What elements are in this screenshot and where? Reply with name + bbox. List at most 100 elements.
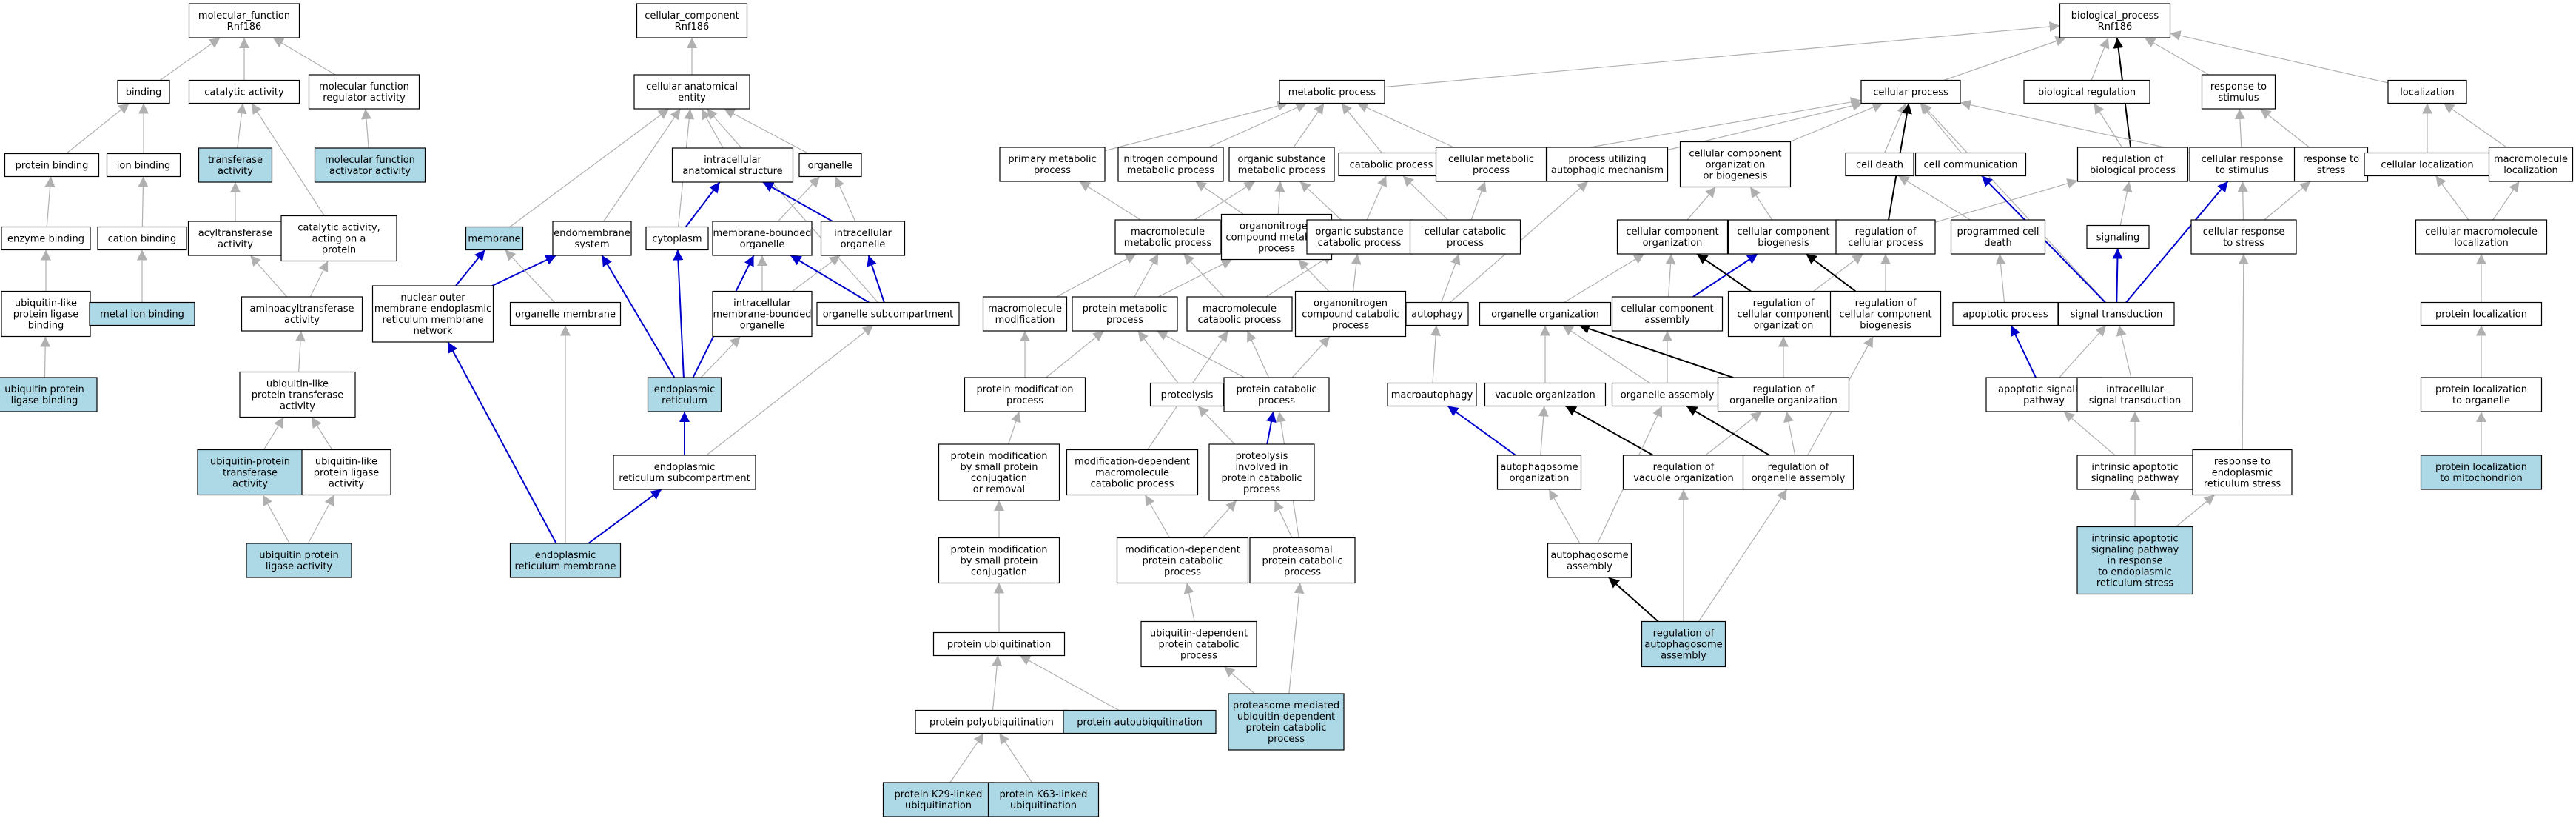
node-label-line: protein binding xyxy=(16,161,89,172)
edge-organelle-to-cae xyxy=(724,108,810,155)
node-label-line: protein ligase xyxy=(13,309,79,321)
node-label-line: organelle organization xyxy=(1729,395,1837,406)
node-label: macroautophagy xyxy=(1391,390,1473,401)
node-box xyxy=(1405,301,1469,326)
node-label-line: ubiquitin-like xyxy=(15,298,77,309)
go-term-node-protein-binding: protein binding xyxy=(4,153,100,178)
node-label-line: proteolysis xyxy=(1236,451,1288,462)
node-label-line: reticulum membrane xyxy=(383,315,484,326)
node-label-line: Rnf186 xyxy=(2098,21,2133,33)
node-label: organelle organization xyxy=(1491,309,1599,321)
edge-resp-er-stress-to-cell-resp-stress xyxy=(2238,253,2249,450)
go-term-node-org-membrane: organelle membrane xyxy=(509,301,622,326)
go-term-node-binding: binding xyxy=(117,79,170,104)
node-box xyxy=(2076,455,2193,490)
edge-autophagy-to-cell-cat xyxy=(1441,253,1461,303)
node-label-line: cellular_component xyxy=(645,10,739,21)
node-box xyxy=(633,74,750,110)
edge-binding-to-mf-root xyxy=(159,37,221,81)
edge-resp-stim-to-bp-root xyxy=(2144,37,2210,76)
node-label-line: response to xyxy=(2210,81,2267,93)
node-label-line: autophagosome xyxy=(1644,640,1722,651)
go-term-node-signal-trans: signal transduction xyxy=(2058,301,2175,326)
node-label-line: cell communication xyxy=(1923,160,2017,171)
node-label-line: assembly xyxy=(1567,561,1612,572)
edge-ias-to-cae xyxy=(701,108,724,149)
edge-io-to-organelle xyxy=(835,176,856,222)
node-label-line: reticulum xyxy=(662,395,707,406)
go-term-node-ion-binding: ion binding xyxy=(106,153,181,178)
edge-prot-cat-to-prot-met xyxy=(1156,330,1245,378)
node-box xyxy=(1611,382,1724,407)
node-box xyxy=(1479,301,1612,326)
node-label-line: signal transduction xyxy=(2071,309,2163,321)
node-box xyxy=(613,455,756,490)
node-label-line: ubiquitin-dependent xyxy=(1237,711,1335,723)
node-label-line: metabolic process xyxy=(1124,238,1212,249)
edge-bio-reg-to-bp-root xyxy=(2091,37,2110,81)
node-box xyxy=(241,296,363,332)
node-label-line: cellular localization xyxy=(2381,160,2473,171)
node-box xyxy=(1409,219,1521,255)
edge-catabolic-to-metabolic xyxy=(1341,103,1382,153)
edge-orgsub-cat-to-catabolic xyxy=(1366,175,1387,221)
node-label-line: autophagy xyxy=(1411,309,1463,321)
node-box xyxy=(1616,219,1729,255)
node-box xyxy=(1835,219,1936,255)
node-box xyxy=(1950,219,2046,255)
node-label-line: catabolic process xyxy=(1198,315,1282,326)
node-label-line: protein ubiquitination xyxy=(947,640,1051,651)
node-label-line: activator activity xyxy=(329,166,411,177)
go-term-node-cell-comm: cell communication xyxy=(1914,152,2027,177)
node-label-line: to mitochondrion xyxy=(2440,473,2523,484)
node-box xyxy=(1845,152,1914,177)
edge-nitrogen-met-to-metabolic xyxy=(1208,102,1307,148)
node-label-line: biological_process xyxy=(2071,10,2159,21)
node-label-line: cellular component xyxy=(1621,304,1713,315)
edge-proteolysis-to-prot-met xyxy=(1137,330,1179,383)
edge-signal-trans-to-signaling xyxy=(2112,248,2123,303)
node-label-line: macroautophagy xyxy=(1391,390,1473,401)
node-box xyxy=(1435,147,1547,182)
go-term-node-org-org: organelle organization xyxy=(1479,301,1612,326)
node-label-line: protein catabolic xyxy=(1245,723,1326,734)
edge-cc-org-to-cco-biogenesis xyxy=(1686,187,1716,221)
edges-layer xyxy=(40,21,2520,783)
node-label-line: apoptotic process xyxy=(1963,309,2048,321)
node-label-line: modification-dependent xyxy=(1125,545,1240,556)
go-term-node-membrane: membrane xyxy=(465,226,524,251)
node-label-line: molecular function xyxy=(319,81,409,93)
edge-resp-stress-to-resp-stim xyxy=(2259,108,2310,148)
node-box xyxy=(198,147,273,183)
node-label-line: ubiquitin-like xyxy=(266,379,329,390)
node-box xyxy=(987,782,1100,817)
node-label-line: organic substance xyxy=(1316,227,1404,238)
